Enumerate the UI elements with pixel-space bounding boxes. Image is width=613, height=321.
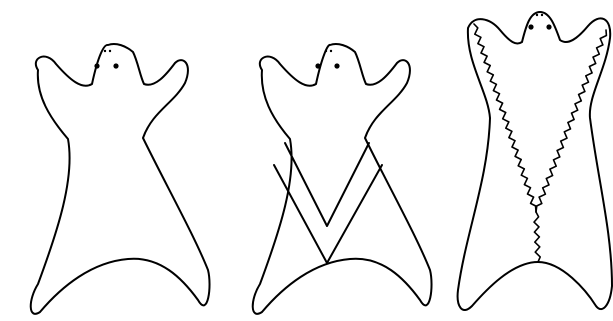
body-outline-2 — [253, 44, 432, 314]
eye-right-3 — [546, 24, 551, 29]
zigzag-seam-stem — [534, 212, 540, 262]
body-outline-1 — [31, 44, 210, 314]
zigzag-seam-left — [474, 24, 537, 212]
nostril-right-3 — [541, 14, 543, 16]
panel-v-band — [253, 44, 432, 314]
panel-v-seam — [458, 12, 612, 310]
zigzag-seam-right — [536, 30, 607, 212]
eye-right-1 — [113, 63, 118, 68]
panel-plain-outline — [31, 44, 210, 314]
eye-left-3 — [528, 24, 533, 29]
nostril-left-3 — [536, 14, 538, 16]
eye-right-2 — [334, 63, 339, 68]
nostril-left-2 — [325, 50, 327, 52]
nostril-left-1 — [104, 50, 106, 52]
v-band-upper-edge — [285, 143, 369, 226]
nostril-right-1 — [109, 50, 111, 52]
eye-left-1 — [94, 63, 99, 68]
eye-left-2 — [315, 63, 320, 68]
nostril-right-2 — [330, 50, 332, 52]
body-outline-3 — [458, 12, 612, 310]
